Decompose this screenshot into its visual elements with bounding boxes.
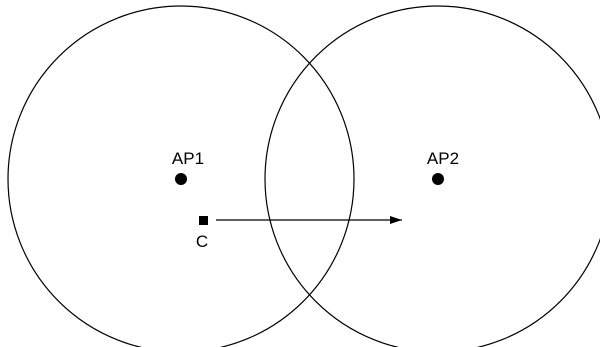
client-square-icon <box>199 216 208 225</box>
ap1-coverage-circle <box>7 5 355 347</box>
ap1-label: AP1 <box>172 149 204 168</box>
ap2-dot-icon <box>432 173 444 185</box>
ap2-coverage-circle <box>264 5 600 347</box>
client-label: C <box>196 232 208 251</box>
ap2-label: AP2 <box>427 149 459 168</box>
ap1-dot-icon <box>175 173 187 185</box>
